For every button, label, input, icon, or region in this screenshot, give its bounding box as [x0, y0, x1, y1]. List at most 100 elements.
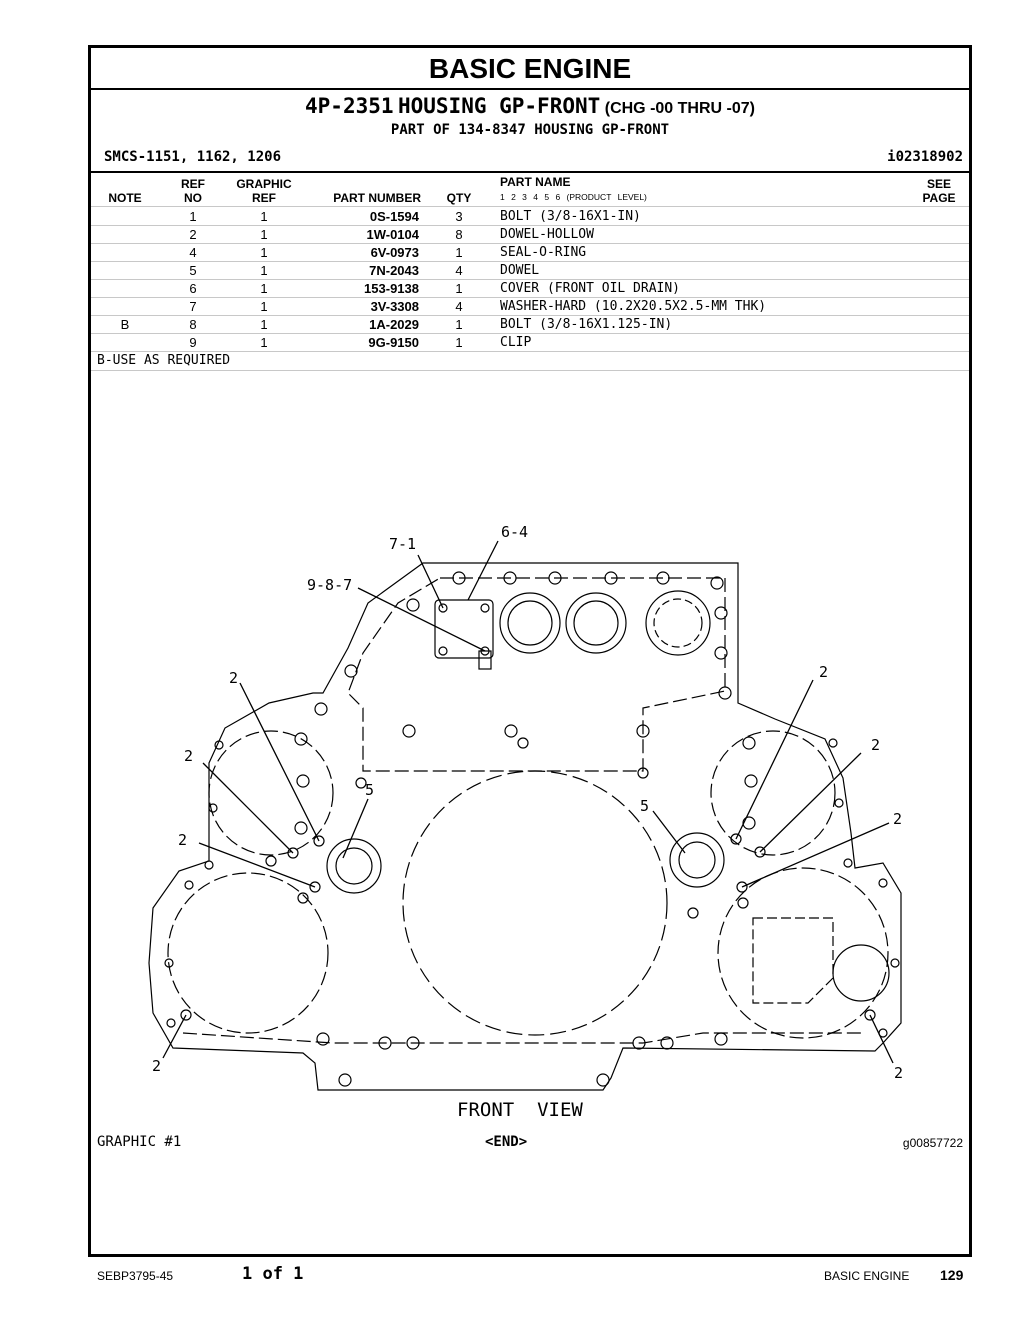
- table-row: 7 1 3V-3308 4 WASHER-HARD (10.2X20.5X2.5…: [91, 297, 969, 316]
- callout-5: 5: [640, 797, 649, 815]
- right-upper-bore: [710, 730, 836, 856]
- large-bore: [402, 770, 668, 1036]
- row-ref: 7: [189, 299, 197, 314]
- row-qty: 4: [455, 299, 463, 314]
- callout-2: 2: [184, 747, 193, 765]
- footer-section: BASIC ENGINE: [824, 1269, 910, 1283]
- row-part-name: COVER (FRONT OIL DRAIN): [500, 281, 681, 296]
- row-part-name: SEAL-O-RING: [500, 245, 587, 260]
- bolt-holes: [164, 571, 900, 1087]
- part-of-line: PART OF 134-8347 HOUSING GP-FRONT: [390, 122, 670, 138]
- callout-6-4: 6-4: [501, 523, 528, 541]
- col-see-bottom: PAGE: [922, 191, 956, 205]
- right-lower-bore: [717, 867, 889, 1039]
- col-ref-bottom: NO: [184, 191, 202, 205]
- row-part-number[interactable]: 153-9138: [364, 281, 419, 296]
- clip: [478, 650, 492, 670]
- row-part-name: CLIP: [500, 335, 532, 350]
- row-part-number[interactable]: 9G-9150: [368, 335, 419, 350]
- graphic-number: g00857722: [902, 1136, 963, 1150]
- callout-9-8-7: 9-8-7: [307, 576, 352, 594]
- table-row: 9 1 9G-9150 1 CLIP: [91, 333, 969, 352]
- row-ref: 9: [189, 335, 197, 350]
- row-part-number[interactable]: 3V-3308: [370, 299, 419, 314]
- end-marker: <END>: [485, 1134, 528, 1150]
- callout-5: 5: [365, 781, 374, 799]
- row-part-number[interactable]: 1W-0104: [366, 227, 420, 242]
- row-graphic-ref: 1: [260, 209, 268, 224]
- callout-2: 2: [893, 810, 902, 828]
- row-ref: 2: [189, 227, 197, 242]
- header-divider: [91, 171, 969, 173]
- opening-2: [565, 592, 627, 654]
- opening-1-inner: [507, 600, 553, 646]
- left-seal-inner: [335, 847, 373, 885]
- row-part-name: WASHER-HARD (10.2X20.5X2.5-MM THK): [500, 299, 767, 314]
- row-graphic-ref: 1: [260, 281, 268, 296]
- col-see-top: SEE: [926, 177, 951, 191]
- notes-divider: [91, 370, 969, 371]
- left-seal: [326, 838, 382, 894]
- opening-3: [645, 590, 711, 656]
- col-part-number: PART NUMBER: [333, 191, 421, 205]
- row-part-number[interactable]: 6V-0973: [370, 245, 419, 260]
- callout-2: 2: [152, 1057, 161, 1075]
- opening-3-inner: [653, 598, 703, 648]
- table-notes: B-USE AS REQUIRED: [97, 353, 231, 368]
- part-heading: 4P-2351 HOUSING GP-FRONT (CHG -00 THRU -…: [91, 94, 969, 118]
- row-part-name: DOWEL-HOLLOW: [500, 227, 594, 242]
- row-part-number[interactable]: 1A-2029: [369, 317, 419, 332]
- group-part-number: 4P-2351: [305, 94, 394, 118]
- row-qty: 1: [455, 335, 463, 350]
- row-graphic-ref: 1: [260, 263, 268, 278]
- row-graphic-ref: 1: [260, 227, 268, 242]
- table-head-divider: [91, 206, 969, 207]
- row-ref: 4: [189, 245, 197, 260]
- table-row: 5 1 7N-2043 4 DOWEL: [91, 261, 969, 280]
- row-qty: 4: [455, 263, 463, 278]
- col-part-name: PART NAME: [500, 175, 571, 189]
- housing-bottom-contour: [182, 1032, 863, 1044]
- row-ref: 5: [189, 263, 197, 278]
- row-ref: 8: [189, 317, 197, 332]
- document-identifier: i02318902: [887, 149, 963, 165]
- col-qty: QTY: [446, 191, 472, 205]
- row-ref: 1: [189, 209, 197, 224]
- callout-2: 2: [894, 1064, 903, 1082]
- row-graphic-ref: 1: [260, 245, 268, 260]
- section-title: BASIC ENGINE: [91, 48, 969, 90]
- smcs-codes: SMCS-1151, 1162, 1206: [104, 149, 282, 165]
- right-seal-inner: [678, 841, 716, 879]
- right-pocket-circle: [832, 944, 890, 1002]
- housing-inner-contour: [347, 577, 726, 772]
- row-part-name: DOWEL: [500, 263, 540, 278]
- row-qty: 1: [455, 281, 463, 296]
- row-qty: 3: [455, 209, 463, 224]
- row-part-number[interactable]: 0S-1594: [369, 209, 419, 224]
- footer-page-of: 1 of 1: [242, 1264, 304, 1284]
- col-note: NOTE: [108, 191, 142, 205]
- row-part-number[interactable]: 7N-2043: [369, 263, 419, 278]
- row-graphic-ref: 1: [260, 299, 268, 314]
- callout-7-1: 7-1: [389, 535, 416, 553]
- table-row: 1 1 0S-1594 3 BOLT (3/8-16X1-IN): [91, 207, 969, 226]
- change-range: (CHG -00 THRU -07): [604, 100, 755, 117]
- housing-outline: [148, 562, 902, 1091]
- leader-lines: [162, 540, 894, 1064]
- oil-drain-cover: [434, 599, 494, 659]
- footer-doc-number: SEBP3795-45: [97, 1269, 174, 1283]
- row-graphic-ref: 1: [260, 317, 268, 332]
- col-ref-top: REF: [181, 177, 205, 191]
- front-housing-drawing: 7-1 6-4 9-8-7 2 2 2 2 5 5 2 2 2 2 FRONT …: [148, 523, 903, 1121]
- col-gref-top: GRAPHIC: [236, 177, 292, 191]
- callout-2: 2: [819, 663, 828, 681]
- table-row: B 8 1 1A-2029 1 BOLT (3/8-16X1.125-IN): [91, 315, 969, 334]
- table-row: 6 1 153-9138 1 COVER (FRONT OIL DRAIN): [91, 279, 969, 298]
- row-ref: 6: [189, 281, 197, 296]
- left-lower-bore: [167, 872, 329, 1034]
- left-upper-bore: [208, 730, 334, 856]
- product-levels: 1 2 3 4 5 6 (PRODUCT LEVEL): [500, 192, 647, 202]
- graphic-label: GRAPHIC #1: [97, 1134, 182, 1150]
- row-graphic-ref: 1: [260, 335, 268, 350]
- row-note: B: [120, 317, 130, 332]
